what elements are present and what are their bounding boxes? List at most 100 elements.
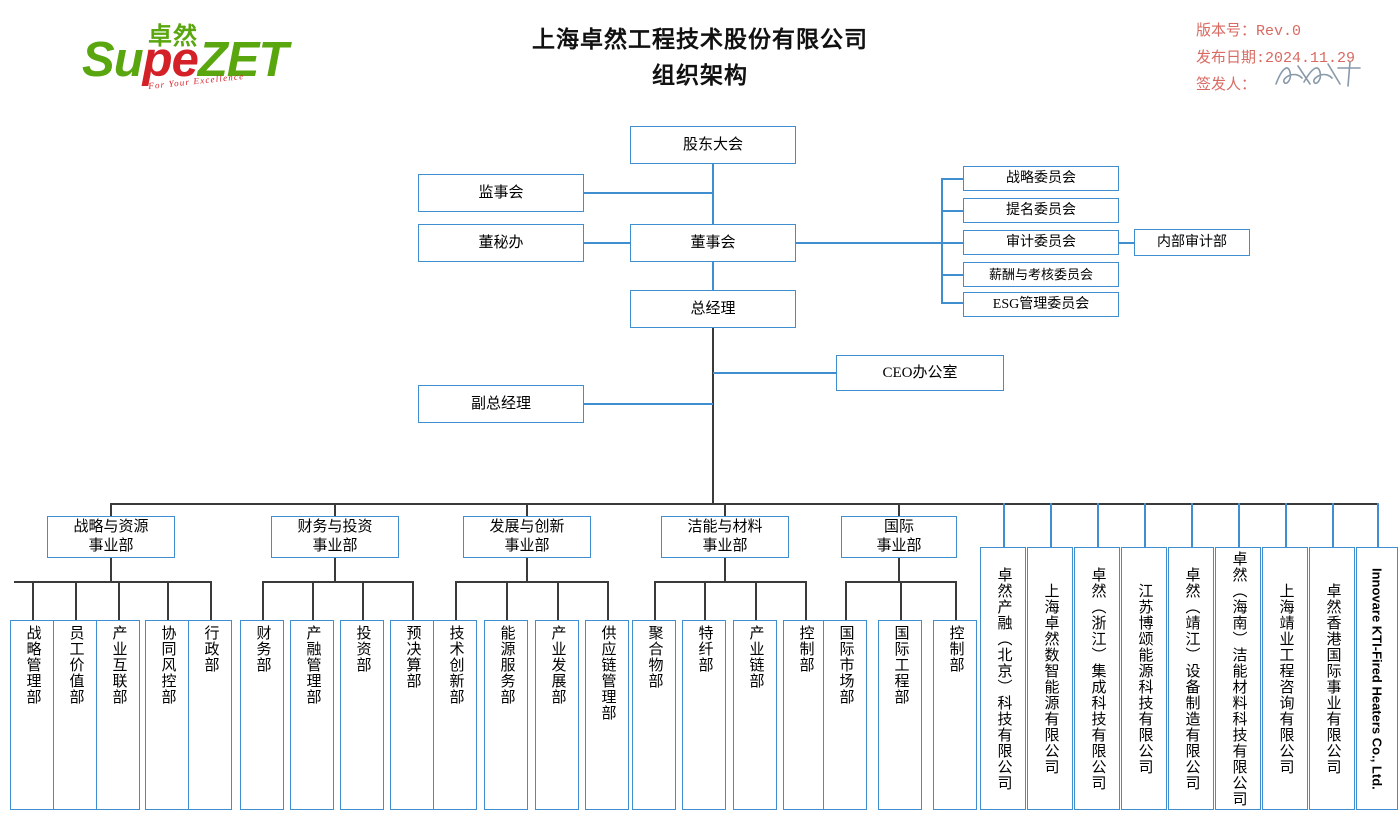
leaf-subsidiary-5-label: 卓然（靖江）设备制造有限公司: [1183, 566, 1200, 791]
node-supervisory-board[interactable]: 监事会: [418, 174, 584, 212]
page-title: 上海卓然工程技术股份有限公司 组织架构: [400, 22, 1000, 94]
leaf-d2-dept-2[interactable]: 产融管理部: [290, 620, 334, 810]
node-committee-strategy[interactable]: 战略委员会: [963, 166, 1119, 191]
dept-bus-division-4: [654, 581, 805, 583]
connector-committee-compensation: [941, 274, 964, 276]
leaf-d2-dept-4[interactable]: 预决算部: [390, 620, 434, 810]
company-logo: 卓然 SupeZET For Your Excellence: [70, 14, 288, 94]
node-internal-audit-department[interactable]: 内部审计部: [1134, 229, 1250, 256]
leaf-subsidiary-3[interactable]: 卓然（浙江）集成科技有限公司: [1074, 547, 1120, 810]
connector-bus-to-division-2: [334, 503, 336, 516]
division-2-name-line1: 财务与投资: [297, 519, 373, 535]
leaf-d3-dept-2[interactable]: 能源服务部: [484, 620, 528, 810]
release-date-value: 2024.11.29: [1265, 50, 1356, 67]
node-division-3[interactable]: 发展与创新 事业部: [463, 516, 591, 558]
stem-d4-dept-3: [755, 581, 757, 620]
stem-d2-dept-2: [312, 581, 314, 620]
leaf-d1-dept-3[interactable]: 产业互联部: [96, 620, 140, 810]
leaf-d5-dept-1[interactable]: 国际市场部: [823, 620, 867, 810]
version-value: Rev.0: [1256, 23, 1302, 40]
node-committee-compensation[interactable]: 薪酬与考核委员会: [963, 262, 1119, 287]
leaf-subsidiary-4[interactable]: 江苏博颂能源科技有限公司: [1121, 547, 1167, 810]
leaf-d2-dept-3[interactable]: 投资部: [340, 620, 384, 810]
connector-board-to-gm: [712, 262, 714, 290]
node-deputy-general-manager[interactable]: 副总经理: [418, 385, 584, 423]
leaf-d4-dept-2[interactable]: 特纤部: [682, 620, 726, 810]
node-shareholders-meeting[interactable]: 股东大会: [630, 126, 796, 164]
leaf-subsidiary-6[interactable]: 卓然（海南）洁能材料科技有限公司: [1215, 547, 1261, 810]
release-date-label: 发布日期:: [1196, 50, 1266, 67]
stem-subsidiary-6: [1238, 503, 1240, 547]
leaf-d4-dept-4-label: 控制部: [797, 625, 814, 673]
node-division-5[interactable]: 国际 事业部: [841, 516, 957, 558]
leaf-subsidiary-7[interactable]: 上海靖业工程咨询有限公司: [1262, 547, 1308, 810]
leaf-d4-dept-2-label: 特纤部: [696, 625, 713, 673]
leaf-d3-dept-1[interactable]: 技术创新部: [433, 620, 477, 810]
leaf-subsidiary-1-label: 卓然产融（北京）科技有限公司: [995, 566, 1012, 791]
node-committee-nomination[interactable]: 提名委员会: [963, 198, 1119, 223]
stem-d1-dept-1: [32, 581, 34, 620]
leaf-d4-dept-1-label: 聚合物部: [646, 625, 663, 689]
connector-bus-to-division-1: [110, 503, 112, 516]
node-general-manager[interactable]: 总经理: [630, 290, 796, 328]
node-division-1[interactable]: 战略与资源 事业部: [47, 516, 175, 558]
leaf-d4-dept-4[interactable]: 控制部: [783, 620, 827, 810]
leaf-subsidiary-9[interactable]: Innovare KTI-Fired Heaters Co., Ltd.: [1356, 547, 1398, 810]
leaf-subsidiary-8[interactable]: 卓然香港国际事业有限公司: [1309, 547, 1355, 810]
node-committee-esg[interactable]: ESG管理委员会: [963, 292, 1119, 317]
leaf-d5-dept-1-label: 国际市场部: [837, 625, 854, 705]
leaf-subsidiary-5[interactable]: 卓然（靖江）设备制造有限公司: [1168, 547, 1214, 810]
leaf-subsidiary-3-label: 卓然（浙江）集成科技有限公司: [1089, 566, 1106, 791]
dept-bus-division-2: [262, 581, 412, 583]
stem-d4-dept-4: [805, 581, 807, 620]
connector-supervisory-to-trunk: [584, 192, 713, 194]
leaf-subsidiary-7-label: 上海靖业工程咨询有限公司: [1277, 582, 1294, 775]
connector-shareholders-to-board: [712, 164, 714, 226]
leaf-d1-dept-2[interactable]: 员工价值部: [53, 620, 97, 810]
division-4-name-line1: 洁能与材料: [687, 519, 763, 535]
node-board-of-directors[interactable]: 董事会: [630, 224, 796, 262]
stem-subsidiary-9: [1377, 503, 1379, 547]
release-date-row: 发布日期:2024.11.29: [1196, 45, 1355, 72]
leaf-d3-dept-4[interactable]: 供应链管理部: [585, 620, 629, 810]
logo-wordmark: SupeZET: [82, 32, 288, 88]
leaf-d1-dept-5[interactable]: 行政部: [188, 620, 232, 810]
connector-division-3-down: [526, 558, 528, 582]
leaf-d3-dept-4-label: 供应链管理部: [599, 625, 616, 721]
node-division-2[interactable]: 财务与投资 事业部: [271, 516, 399, 558]
leaf-d3-dept-1-label: 技术创新部: [447, 625, 464, 705]
node-board-secretary-office[interactable]: 董秘办: [418, 224, 584, 262]
stem-subsidiary-3: [1097, 503, 1099, 547]
leaf-d1-dept-1[interactable]: 战略管理部: [10, 620, 54, 810]
connector-board-to-committees: [796, 242, 942, 244]
leaf-d5-dept-3[interactable]: 控制部: [933, 620, 977, 810]
leaf-d1-dept-2-label: 员工价值部: [67, 625, 84, 705]
leaf-subsidiary-6-label: 卓然（海南）洁能材料科技有限公司: [1230, 550, 1247, 807]
stem-d3-dept-2: [506, 581, 508, 620]
leaf-d4-dept-1[interactable]: 聚合物部: [632, 620, 676, 810]
connector-bus-to-division-3: [526, 503, 528, 516]
node-division-4[interactable]: 洁能与材料 事业部: [661, 516, 789, 558]
leaf-d4-dept-3[interactable]: 产业链部: [733, 620, 777, 810]
leaf-subsidiary-1[interactable]: 卓然产融（北京）科技有限公司: [980, 547, 1026, 810]
leaf-d1-dept-4-label: 协同风控部: [159, 625, 176, 705]
leaf-d3-dept-3[interactable]: 产业发展部: [535, 620, 579, 810]
signature-icon: [1275, 61, 1361, 87]
leaf-d5-dept-2[interactable]: 国际工程部: [878, 620, 922, 810]
node-ceo-office[interactable]: CEO办公室: [836, 355, 1004, 391]
node-committee-audit[interactable]: 审计委员会: [963, 230, 1119, 255]
issuer-row: 签发人：: [1196, 61, 1361, 99]
stem-subsidiary-7: [1285, 503, 1287, 547]
leaf-d2-dept-4-label: 预决算部: [404, 625, 421, 689]
leaf-d5-dept-3-label: 控制部: [947, 625, 964, 673]
connector-division-1-down: [110, 558, 112, 582]
stem-d5-dept-2: [900, 581, 902, 620]
leaf-d2-dept-1[interactable]: 财务部: [240, 620, 284, 810]
leaf-d1-dept-3-label: 产业互联部: [110, 625, 127, 705]
leaf-d1-dept-4[interactable]: 协同风控部: [145, 620, 189, 810]
leaf-subsidiary-2[interactable]: 上海卓然数智能源有限公司: [1027, 547, 1073, 810]
connector-bus-to-division-4: [724, 503, 726, 516]
leaf-d1-dept-1-label: 战略管理部: [24, 625, 41, 705]
division-1-name-line2: 事业部: [88, 538, 134, 554]
